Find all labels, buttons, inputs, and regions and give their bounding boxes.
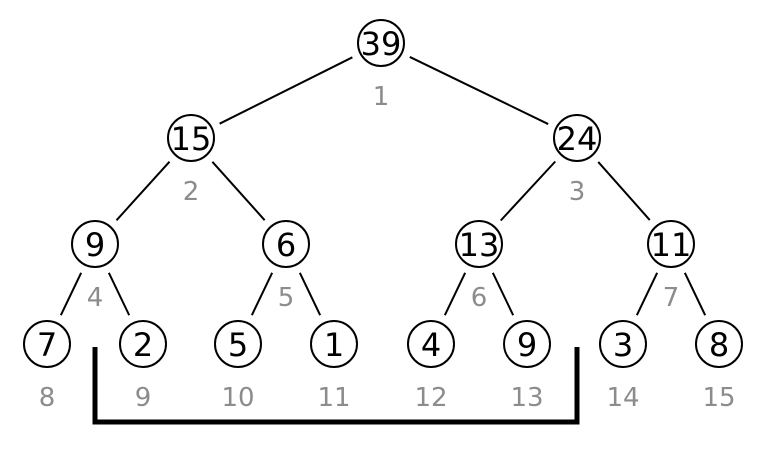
node-circle	[167, 114, 215, 162]
heap-node-7: 11 7	[647, 220, 695, 313]
node-index: 4	[87, 283, 104, 313]
node-index: 6	[471, 283, 488, 313]
heap-node-3: 24 3	[553, 114, 601, 207]
node-circle	[553, 114, 601, 162]
node-value: 39	[361, 25, 402, 63]
node-index: 12	[414, 383, 447, 413]
heap-node-1: 39 1	[357, 19, 405, 112]
node-value: 4	[421, 326, 441, 364]
node-index: 15	[702, 383, 735, 413]
edge-5-10	[250, 272, 274, 316]
edge-2-5	[211, 161, 266, 221]
node-index: 5	[278, 283, 295, 313]
heap-node-15: 8 15	[695, 320, 743, 413]
node-circle	[407, 320, 455, 368]
heap-node-13: 9 13	[503, 320, 551, 413]
edge-7-14	[635, 272, 659, 316]
node-value: 2	[133, 326, 153, 364]
node-circle	[647, 220, 695, 268]
heap-node-2: 15 2	[167, 114, 215, 207]
edge-4-9	[107, 272, 131, 316]
heap-node-4: 94	[71, 220, 119, 313]
node-circle	[262, 220, 310, 268]
node-value: 5	[228, 326, 248, 364]
node-index: 14	[606, 383, 639, 413]
heap-node-6: 13 6	[455, 220, 503, 313]
tree-edges	[59, 56, 707, 316]
tree-nodes: 3911522439465136117782951011141291331481…	[23, 19, 743, 413]
node-circle	[695, 320, 743, 368]
edge-2-4	[115, 161, 171, 221]
edge-6-12	[443, 272, 467, 316]
heap-node-11: 111	[310, 320, 358, 413]
node-circle	[503, 320, 551, 368]
node-index: 7	[663, 283, 680, 313]
node-circle	[310, 320, 358, 368]
node-value: 6	[276, 226, 296, 264]
node-index: 10	[221, 383, 254, 413]
node-index: 2	[183, 177, 200, 207]
heap-node-9: 29	[119, 320, 167, 413]
edge-3-6	[499, 160, 557, 222]
node-index: 13	[510, 383, 543, 413]
node-value: 15	[171, 120, 212, 158]
subarray-bracket	[92, 347, 580, 425]
edge-7-15	[683, 272, 707, 316]
node-circle	[357, 19, 405, 67]
node-circle	[214, 320, 262, 368]
node-index: 3	[569, 177, 586, 207]
node-circle	[71, 220, 119, 268]
heap-node-5: 65	[262, 220, 310, 313]
heap-node-8: 78	[23, 320, 71, 413]
node-value: 7	[37, 326, 57, 364]
edge-6-13	[491, 272, 515, 316]
node-value: 9	[85, 226, 105, 264]
node-circle	[455, 220, 503, 268]
heap-node-12: 4 12	[407, 320, 455, 413]
node-circle	[119, 320, 167, 368]
node-index: 9	[135, 383, 152, 413]
edge-1-3	[409, 56, 549, 125]
heap-node-14: 3 14	[599, 320, 647, 413]
node-value: 8	[709, 326, 729, 364]
node-value: 9	[517, 326, 537, 364]
node-index: 8	[39, 383, 56, 413]
node-circle	[23, 320, 71, 368]
edge-4-8	[59, 272, 83, 316]
node-value: 11	[651, 226, 692, 264]
edge-3-7	[597, 161, 651, 221]
node-index: 1	[373, 82, 390, 112]
node-circle	[599, 320, 647, 368]
edge-1-2	[219, 56, 353, 125]
node-value: 1	[324, 326, 344, 364]
node-index: 11	[317, 383, 350, 413]
node-value: 3	[613, 326, 633, 364]
node-value: 24	[557, 120, 598, 158]
node-value: 13	[459, 226, 500, 264]
edge-5-11	[298, 272, 322, 316]
heap-node-10: 5 10	[214, 320, 262, 413]
